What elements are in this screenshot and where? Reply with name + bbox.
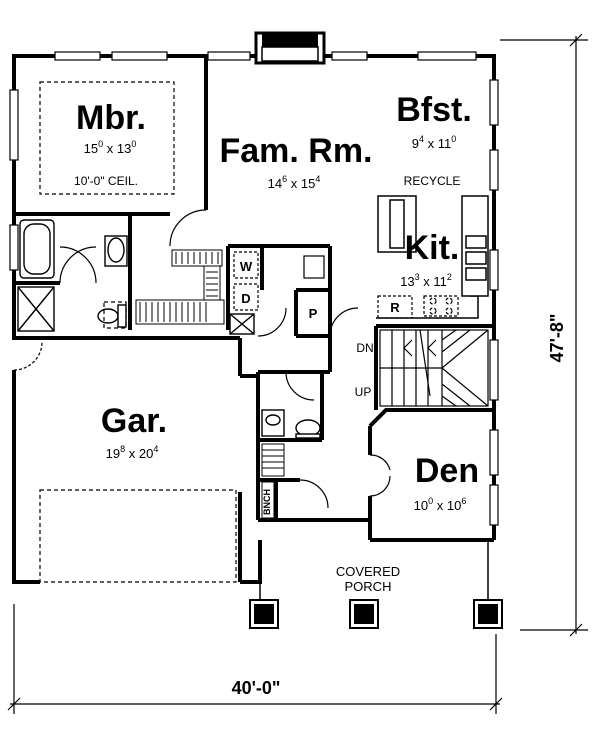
kit-name: Kit.: [405, 229, 460, 267]
stair-down-label: DN: [356, 341, 373, 355]
overall-width-label: 40'-0": [232, 678, 281, 698]
overall-depth-label: 47'-8": [547, 314, 567, 363]
chimney: [254, 31, 326, 65]
windows: [9, 51, 499, 526]
bfst-dimension: 94 x 110: [412, 134, 457, 151]
fam-rm-dimension: 146 x 154: [268, 174, 321, 191]
kitchen-counters: [376, 195, 489, 319]
closet-shelving: [135, 249, 225, 325]
washer-label: W: [240, 259, 253, 274]
porch-outline: [259, 540, 489, 600]
gar-name: Gar.: [101, 402, 167, 440]
fam-rm-name: Fam. Rm.: [219, 132, 372, 170]
refrigerator: [377, 295, 413, 319]
pantry-label: P: [309, 306, 318, 321]
cooktop: [423, 295, 459, 317]
closet-x: [17, 286, 55, 332]
porch-label-line2: PORCH: [345, 579, 392, 594]
laundry-sink: [303, 255, 325, 279]
porch-label-line1: COVERED: [336, 564, 400, 579]
bath-fixtures: [19, 219, 128, 328]
staircase: [379, 329, 489, 407]
kit-dimension: 133 x 112: [400, 272, 452, 289]
stair-up-label: UP: [355, 385, 372, 399]
bfst-name: Bfst.: [396, 91, 472, 129]
half-bath-fixtures: [261, 409, 321, 439]
bench-label: BNCH: [262, 489, 272, 515]
recycle-label: RECYCLE: [404, 174, 461, 188]
dryer: [233, 283, 259, 311]
porch-posts: [249, 599, 503, 629]
den-dimension: 100 x 106: [414, 496, 467, 513]
mbr-ceiling-note: 10'-0" CEIL.: [74, 174, 138, 188]
dashed-features: [39, 81, 237, 583]
gar-dimension: 198 x 204: [106, 444, 159, 461]
dryer-label: D: [241, 291, 250, 306]
mbr-name: Mbr.: [76, 99, 146, 137]
bench-hatch: [261, 443, 285, 519]
dimension-lines: [7, 33, 588, 714]
mbr-dimension: 150 x 130: [84, 139, 137, 156]
den-name: Den: [415, 452, 479, 490]
interior-walls: [14, 56, 494, 542]
refrigerator-label: R: [390, 300, 400, 315]
mudroom-x: [229, 313, 255, 335]
door-swings: [13, 209, 391, 509]
washer: [233, 251, 259, 279]
